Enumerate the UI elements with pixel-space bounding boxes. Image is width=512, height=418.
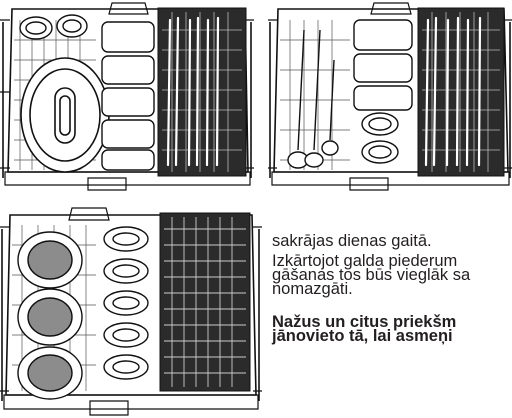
text-line: Izkārtojot galda piederum [272,252,458,270]
paragraph-knife-warning: Nažus un citus priekšm jānovieto tā, lai… [272,313,512,345]
text-line: nomazgāti. [272,280,353,298]
text-line: Nažus un citus priekšm [272,313,457,331]
paragraph-continued: sakrājas dienas gaitā. [272,232,512,250]
text-line: jānovieto tā, lai asmeņi [272,327,453,345]
text-line: gāšanas tos būs vieglāk sa [272,266,471,284]
paragraph-cutlery-arrangement: Izkārtojot galda piederum gāšanas tos bū… [272,252,512,298]
dishwasher-rack-illustration-2 [268,2,512,191]
text-line: sakrājas dienas gaitā. [272,232,432,250]
dishwasher-rack-illustration-1 [0,2,254,191]
dishwasher-rack-illustration-3 [0,207,262,416]
